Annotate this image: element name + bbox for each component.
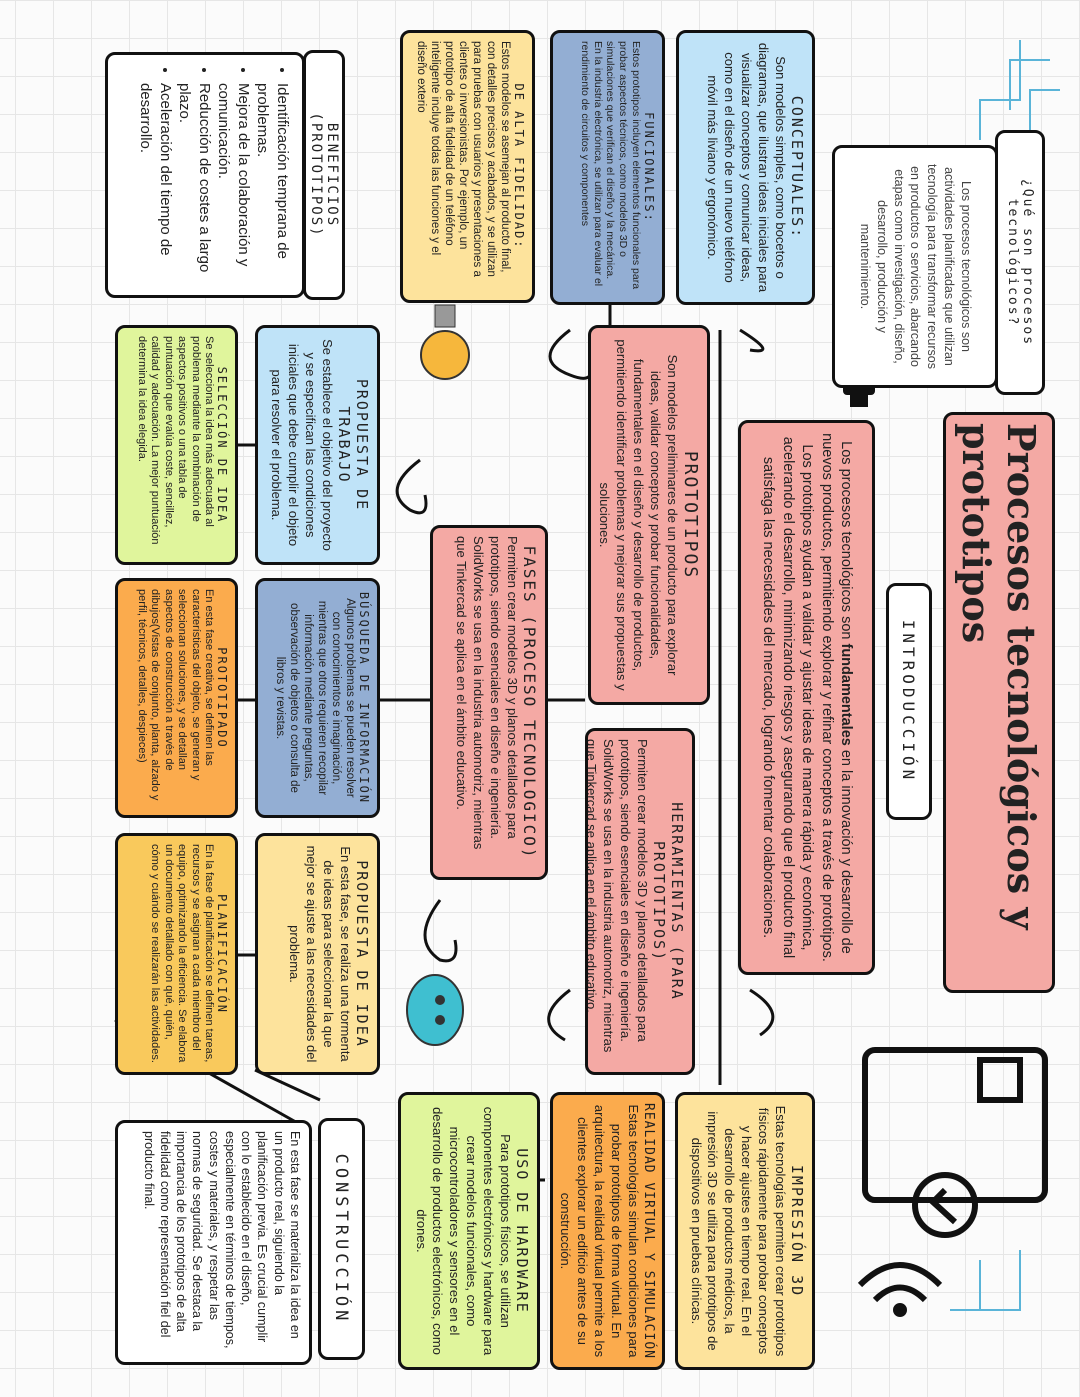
construccion-title: CONSTRUCCIÓN bbox=[331, 1153, 352, 1325]
type-conceptuales-box: CONCEPTUALES: Son modelos simples, como … bbox=[676, 30, 815, 305]
type-title: CONCEPTUALES: bbox=[788, 95, 806, 240]
prototipos-text: Son modelos preliminares de un producto … bbox=[597, 339, 680, 691]
phase-text: En esta fase creativa, se definen las ca… bbox=[135, 589, 215, 801]
phase-prototipado-box: PROTOTIPADO En esta fase creativa, se de… bbox=[115, 578, 238, 818]
phase-title: BÚSQUEDA DE INFORMACIÓN bbox=[357, 591, 371, 805]
fases-title: FASES (PROCESO TECNOLOGICO) bbox=[520, 545, 539, 860]
phase-title: PLANIFICACIÓN bbox=[215, 894, 229, 1014]
phase-propuesta-trabajo-box: PROPUESTA DE TRABAJO Se establece el obj… bbox=[255, 325, 380, 565]
intro-text-bold: fundamentales bbox=[838, 643, 855, 746]
wifi-icon bbox=[857, 1262, 943, 1317]
curved-arrow bbox=[739, 328, 765, 353]
curved-arrow bbox=[423, 899, 458, 963]
tool-title: USO DE HARDWARE bbox=[513, 1148, 531, 1314]
curved-arrow bbox=[547, 988, 571, 1042]
herramientas-title: HERRAMIENTAS (PARA PROTOTIPOS) bbox=[650, 802, 686, 1001]
tool-impresion-3d-box: IMPRESIÓN 3D Estas tecnologías permiten … bbox=[675, 1092, 815, 1370]
prototipos-box: PROTOTIPOS Son modelos preliminares de u… bbox=[588, 325, 710, 705]
robot-icon bbox=[406, 974, 464, 1046]
phase-title: SELECCIÓN DE IDEA bbox=[215, 366, 229, 524]
type-funcionales-box: FUNCIONALES: Estos prototipos incluyen e… bbox=[550, 30, 665, 305]
curved-arrow bbox=[749, 988, 775, 1037]
tool-text: Estas tecnologías permiten crear prototi… bbox=[688, 1105, 788, 1357]
question-answer-box: Los procesos tecnológicos son actividade… bbox=[832, 145, 998, 388]
benefits-title-box: BENEFICIOS (PROTOTIPOS) bbox=[303, 50, 345, 300]
intro-label-box: INTRODUCCIÓN bbox=[886, 583, 932, 820]
curved-arrow bbox=[395, 458, 428, 515]
construccion-title-box: CONSTRUCCIÓN bbox=[318, 1118, 365, 1360]
phase-title: PROTOTIPADO bbox=[215, 647, 229, 749]
prototipos-title: PROTOTIPOS bbox=[680, 450, 701, 580]
tool-uso-hardware-box: USO DE HARDWARE Para prototipos físicos,… bbox=[398, 1092, 540, 1370]
tool-title: IMPRESIÓN 3D bbox=[788, 1164, 806, 1298]
construccion-text: En esta fase se materializa la idea en u… bbox=[141, 1131, 302, 1349]
intro-text: Los procesos tecnológicos son fundamenta… bbox=[758, 431, 856, 964]
benefit-item: Reducción de costes a largo plazo. bbox=[175, 83, 214, 287]
phase-text: Se establece el objetivo del proyecto y … bbox=[269, 339, 335, 551]
question-label-box: ¿Qué son procesos tecnológicos? bbox=[995, 130, 1045, 395]
tool-text: Para prototipos físicos, se utilizan com… bbox=[413, 1106, 513, 1356]
benefit-item: Aceleración del tiempo de desarrollo. bbox=[136, 83, 175, 287]
phase-text: En esta fase, se realiza una tormenta de… bbox=[287, 845, 353, 1063]
phase-planificacion-box: PLANIFICACIÓN En la fase de planificació… bbox=[115, 833, 238, 1075]
question-label: ¿Qué son procesos tecnológicos? bbox=[1005, 178, 1035, 347]
phase-title: PROPUESTA DE IDEA bbox=[353, 860, 371, 1048]
type-text: Estos modelos se asemejan al producto fi… bbox=[414, 41, 511, 277]
herramientas-text: Permiten crear modelos 3D y planos detal… bbox=[585, 739, 650, 1053]
type-text: Son modelos simples, como bocetos o diag… bbox=[705, 42, 788, 293]
benefit-item: Mejora de la colaboración y comunicación… bbox=[214, 83, 253, 287]
page-title-box: Procesos tecnológicos y prototipos bbox=[943, 412, 1055, 993]
intro-box: Los procesos tecnológicos son fundamenta… bbox=[738, 420, 875, 975]
tool-text: Estas tecnologías simulan condiciones pa… bbox=[558, 1104, 641, 1358]
phase-text: Se selecciona la idea más adecuada al pr… bbox=[135, 336, 215, 545]
type-title: DE ALTA FIDELIDAD: bbox=[512, 83, 526, 250]
fases-box: FASES (PROCESO TECNOLOGICO) Permiten cre… bbox=[430, 525, 548, 880]
tool-title: REALIDAD VIRTUAL Y SIMULACIÓN bbox=[641, 1103, 656, 1359]
benefits-list-box: Identificación temprana de problemas. Me… bbox=[105, 52, 305, 298]
page-title: Procesos tecnológicos y prototipos bbox=[954, 423, 1044, 930]
intro-text-start: Los procesos tecnológicos son bbox=[838, 441, 855, 644]
phase-title: PROPUESTA DE TRABAJO bbox=[335, 378, 371, 512]
phase-seleccion-idea-box: SELECCIÓN DE IDEA Se selecciona la idea … bbox=[115, 325, 238, 565]
benefits-list: Identificación temprana de problemas. Me… bbox=[136, 63, 292, 287]
construccion-box: En esta fase se materializa la idea en u… bbox=[115, 1120, 312, 1365]
type-text: Estos prototipos incluyen elementos func… bbox=[578, 41, 642, 290]
benefits-title: BENEFICIOS (PROTOTIPOS) bbox=[308, 112, 340, 238]
benefit-item: Identificación temprana de problemas. bbox=[253, 83, 292, 287]
phase-text: Algunos problemas se pueden resolver con… bbox=[273, 598, 356, 798]
curved-arrow bbox=[548, 328, 593, 380]
tool-realidad-virtual-box: REALIDAD VIRTUAL Y SIMULACIÓN Estas tecn… bbox=[550, 1092, 665, 1370]
monitor-check-icon bbox=[862, 1047, 1048, 1238]
phase-propuesta-idea-box: PROPUESTA DE IDEA En esta fase, se reali… bbox=[255, 833, 380, 1075]
type-title: FUNCIONALES: bbox=[642, 112, 656, 223]
circuit-decoration bbox=[950, 40, 1060, 1311]
herramientas-box: HERRAMIENTAS (PARA PROTOTIPOS) Permiten … bbox=[585, 728, 695, 1075]
type-alta-fidelidad-box: DE ALTA FIDELIDAD: Estos modelos se asem… bbox=[400, 30, 535, 303]
connector-line bbox=[254, 1068, 321, 1102]
phase-busqueda-informacion-box: BÚSQUEDA DE INFORMACIÓN Algunos problema… bbox=[255, 578, 380, 818]
fases-text: Permiten crear modelos 3D y planos detal… bbox=[454, 536, 520, 850]
phase-text: En la fase de planificación se definen t… bbox=[149, 844, 215, 1063]
intro-label: INTRODUCCIÓN bbox=[899, 619, 919, 784]
question-answer: Los procesos tecnológicos son actividade… bbox=[857, 164, 974, 369]
